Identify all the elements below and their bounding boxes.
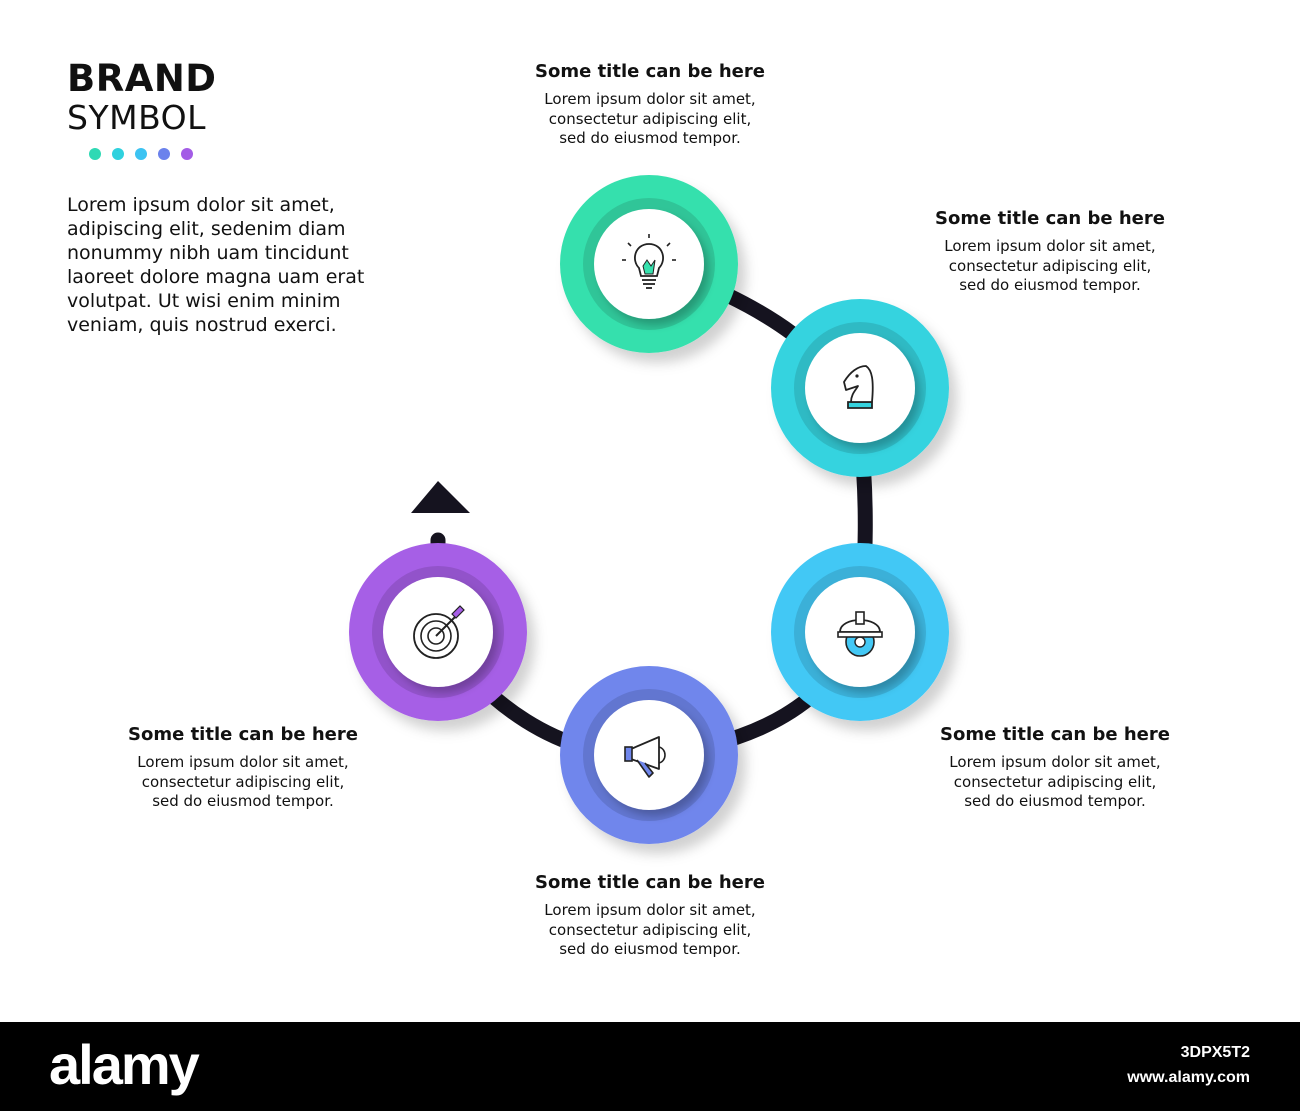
- step-description: Lorem ipsum dolor sit amet, consectetur …: [544, 901, 756, 958]
- brand-dots: [89, 148, 193, 160]
- brand-subtitle: SYMBOL: [67, 98, 206, 137]
- brand-dot: [112, 148, 124, 160]
- step-1-text: Some title can be here Lorem ipsum dolor…: [525, 60, 775, 149]
- step-3-node: [771, 543, 949, 721]
- brand-dot: [158, 148, 170, 160]
- step-description: Lorem ipsum dolor sit amet, consectetur …: [137, 753, 349, 810]
- footer-bar: alamy 3DPX5T2 www.alamy.com: [0, 1022, 1300, 1111]
- brand-dot: [181, 148, 193, 160]
- megaphone-icon: [624, 736, 666, 778]
- image-id: 3DPX5T2: [1180, 1044, 1250, 1061]
- cycle-diagram: [349, 175, 949, 844]
- step-1-node: [560, 175, 738, 353]
- step-description: Lorem ipsum dolor sit amet, consectetur …: [949, 753, 1161, 810]
- arrow-head: [411, 481, 470, 513]
- target-arrow-icon: [413, 605, 465, 659]
- brand-logo: BRAND SYMBOL: [67, 58, 217, 136]
- step-3-text: Some title can be here Lorem ipsum dolor…: [930, 723, 1180, 812]
- step-title: Some title can be here: [535, 61, 765, 82]
- chess-knight-icon: [843, 365, 874, 409]
- step-5-text: Some title can be here Lorem ipsum dolor…: [118, 723, 368, 812]
- step-2-node: [771, 299, 949, 477]
- step-4-text: Some title can be here Lorem ipsum dolor…: [525, 871, 775, 960]
- step-title: Some title can be here: [128, 724, 358, 745]
- engineer-helmet-gear-icon: [837, 611, 883, 657]
- lightbulb-icon: [622, 234, 676, 289]
- brand-dot: [135, 148, 147, 160]
- step-title: Some title can be here: [935, 208, 1165, 229]
- step-description: Lorem ipsum dolor sit amet, consectetur …: [544, 90, 756, 147]
- brand-title: BRAND: [67, 57, 217, 100]
- step-5-node: [349, 543, 527, 721]
- brand-dot: [89, 148, 101, 160]
- footer-url: www.alamy.com: [1127, 1069, 1250, 1086]
- step-2-text: Some title can be here Lorem ipsum dolor…: [925, 207, 1175, 296]
- step-title: Some title can be here: [535, 872, 765, 893]
- intro-paragraph: Lorem ipsum dolor sit amet, adipiscing e…: [67, 194, 365, 336]
- node-center: [383, 577, 493, 687]
- watermark-logo: alamy: [49, 1033, 200, 1096]
- step-title: Some title can be here: [940, 724, 1170, 745]
- step-4-node: [560, 666, 738, 844]
- step-description: Lorem ipsum dolor sit amet, consectetur …: [944, 237, 1156, 294]
